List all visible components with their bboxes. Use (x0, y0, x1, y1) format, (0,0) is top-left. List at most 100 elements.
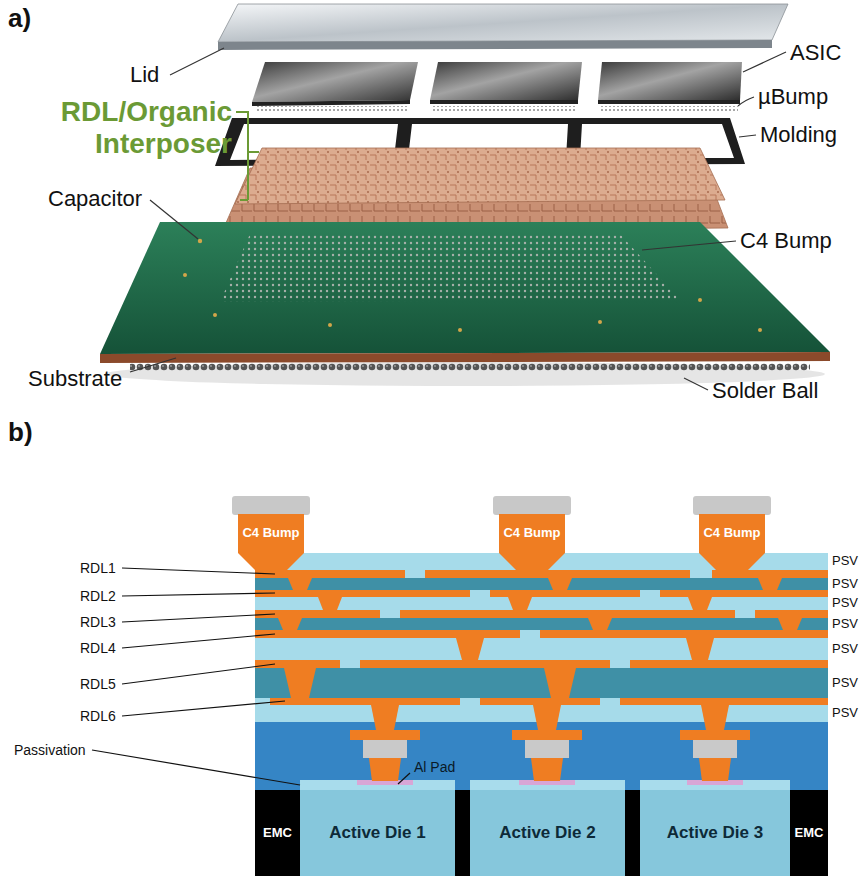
passivation-layer (300, 780, 790, 790)
asic-die (430, 100, 578, 104)
interposer-label: RDL/Organic Interposer (32, 96, 232, 160)
interposer-layer (222, 148, 728, 232)
rdl-layer (712, 570, 828, 578)
via (238, 553, 304, 570)
asic-die (252, 100, 410, 106)
lid-plate (218, 4, 788, 50)
c4-bump: C4 Bump (238, 514, 304, 553)
rdl-layer (755, 610, 828, 618)
part-label: Al Pad (414, 759, 455, 775)
micro-bump-array (600, 106, 738, 112)
leader-line (739, 135, 756, 137)
rdl-layer (480, 698, 600, 705)
rdl-layer (630, 660, 828, 668)
substrate-board (698, 298, 702, 302)
leader-line (122, 634, 275, 648)
node-text: Active Die 2 (499, 823, 595, 843)
via (288, 578, 312, 590)
interposer-bracket (236, 112, 259, 200)
substrate-board (220, 234, 680, 302)
leader-line (122, 614, 275, 622)
c4-bump-cap (232, 496, 310, 515)
die-bump (531, 758, 563, 781)
layer-label: RDL2 (80, 588, 116, 604)
leader-line (150, 200, 198, 239)
leader-line (130, 358, 176, 372)
part-label: µBump (758, 84, 828, 109)
psv-label: PSV (832, 642, 858, 657)
emc-mold (255, 790, 828, 876)
via (318, 597, 342, 610)
rdl-layer (255, 570, 405, 578)
rdl-layer (360, 660, 610, 668)
part-label: Substrate (28, 366, 122, 391)
leader-line (684, 378, 708, 390)
panel-letter: b) (8, 418, 33, 448)
micro-bump-array (256, 106, 408, 112)
leader-line (743, 52, 786, 72)
substrate-board (458, 328, 462, 332)
part-label: ASIC (790, 40, 841, 65)
substrate-board (758, 328, 762, 332)
die-bump (680, 730, 750, 740)
package-exploded-view (100, 4, 830, 390)
passivation-layer (640, 780, 790, 790)
die-bump (363, 740, 407, 758)
via (508, 597, 532, 610)
passivation-layer (470, 780, 625, 790)
via (778, 618, 802, 630)
substrate-board (328, 323, 332, 327)
rdl-layer (490, 590, 640, 597)
rdl-layer (255, 570, 828, 705)
psv-layer (255, 578, 828, 590)
lid-plate (218, 4, 788, 42)
node-text: Active Die 3 (667, 823, 763, 843)
leader-line (398, 773, 410, 784)
emc-block: EMC (255, 790, 300, 876)
asic-die (598, 62, 742, 100)
via (499, 553, 565, 570)
layer-label: RDL5 (80, 676, 116, 692)
via (758, 578, 782, 590)
rdl-layer (255, 630, 520, 638)
layer-label: RDL1 (80, 560, 116, 576)
substrate-board (100, 222, 830, 363)
micro-bump-array (256, 106, 738, 112)
emc-block: EMC (790, 790, 828, 876)
rdl-layer (540, 630, 828, 638)
via (701, 705, 729, 730)
via (688, 597, 712, 610)
rdl-layer (255, 590, 470, 597)
layer-label: RDL3 (80, 614, 116, 630)
psv-label: PSV (832, 617, 858, 632)
substrate-board (100, 222, 830, 354)
die-bump (693, 740, 737, 758)
rdl-layer (660, 590, 828, 597)
psv-layer (255, 553, 828, 722)
part-label: Solder Ball (712, 378, 818, 403)
node-text: EMC (795, 826, 824, 841)
c4-bump-cap (232, 496, 771, 515)
psv-layer (255, 618, 828, 630)
node-text: C4 Bump (703, 526, 760, 541)
lid-plate (218, 40, 772, 50)
asic-die (252, 62, 742, 106)
active-die: Active Die 1 (300, 790, 455, 876)
die-bump (699, 758, 731, 781)
part-label: C4 Bump (740, 228, 832, 253)
leader-line (92, 568, 410, 785)
node-text: Active Die 1 (329, 823, 425, 843)
rdl-layer (425, 570, 690, 578)
die-bump (350, 730, 420, 740)
leader-line (642, 241, 736, 250)
leader-line (738, 97, 754, 106)
asic-die (598, 100, 740, 104)
part-label: Passivation (14, 742, 86, 758)
emc-mold (255, 790, 828, 876)
leader-line (122, 593, 275, 596)
rdl-layer (400, 610, 735, 618)
c4-bump: C4 Bump (699, 514, 765, 553)
active-die: Active Die 2 (470, 790, 625, 876)
node-text: EMC (263, 826, 292, 841)
